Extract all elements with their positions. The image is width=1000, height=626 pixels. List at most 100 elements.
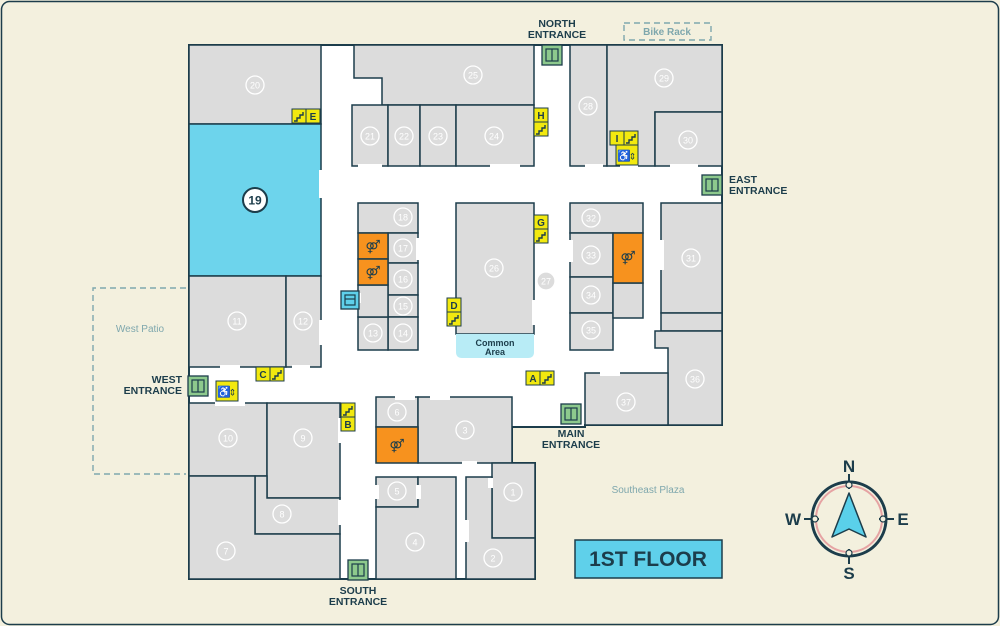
stairs-G[interactable]: G [533, 214, 549, 244]
stairs-letter: H [537, 111, 544, 122]
room-number-30: 30 [678, 130, 698, 150]
entrance-label: ENTRANCE [124, 385, 182, 397]
door [416, 238, 421, 260]
room-number-text: 2 [490, 554, 495, 564]
room-number-circle [242, 187, 268, 213]
stairs-C[interactable]: C [255, 366, 285, 382]
room-number-14: 14 [393, 323, 413, 343]
bike-rack-area [623, 22, 712, 41]
room-number-37: 37 [616, 392, 636, 412]
room-number-8: 8 [272, 504, 292, 524]
restroom-3[interactable] [612, 232, 644, 284]
room-number-text: 34 [586, 291, 596, 301]
room-number-text: 33 [586, 251, 596, 261]
room-25[interactable] [353, 44, 535, 106]
room-number-text: 28 [583, 102, 593, 112]
room-number-text: 11 [232, 317, 241, 327]
room-number-text: 26 [489, 264, 499, 274]
door [338, 500, 343, 525]
room-number-circle [681, 248, 701, 268]
entrance-label: ENTRANCE [729, 185, 787, 197]
room-number-text: 27 [541, 277, 551, 287]
room-number-text: 32 [586, 214, 596, 224]
room-number-27: 27 [536, 271, 556, 291]
room-number-circle [293, 428, 313, 448]
stairs-letter: B [344, 420, 351, 431]
stairs-glyph [272, 370, 282, 380]
room-9[interactable] [266, 402, 341, 499]
elevator-east[interactable]: ♿⇕ [615, 144, 639, 166]
common-area[interactable] [456, 334, 534, 358]
room-number-circle [293, 311, 313, 331]
room-32[interactable] [569, 202, 644, 234]
room-number-circle [616, 392, 636, 412]
room-number-5: 5 [387, 481, 407, 501]
room-number-circle [393, 296, 413, 316]
room-number-circle [685, 369, 705, 389]
restrooms: ⚤ ⚤ ⚤ ⚤ [357, 232, 644, 464]
room-number-text: 13 [368, 329, 378, 339]
room-number-circle [578, 96, 598, 116]
room-number-circle [678, 130, 698, 150]
room-number-text: 19 [248, 194, 262, 208]
stairs-E[interactable]: E [291, 108, 321, 124]
room-number-circle [394, 126, 414, 146]
markers-layer: I♿⇕♿⇕ [215, 130, 639, 402]
room-number-circle [245, 75, 265, 95]
stairs-glyph [449, 315, 459, 325]
room-4[interactable] [375, 476, 457, 580]
room-2[interactable] [465, 476, 536, 580]
room-number-text: 1 [510, 488, 515, 498]
room-number-circle [654, 68, 674, 88]
stairs-A[interactable]: A [525, 370, 555, 386]
compass-dot [879, 515, 887, 523]
compass-dot [811, 515, 819, 523]
info-kiosk[interactable] [340, 290, 360, 310]
room-number-17: 17 [393, 238, 413, 258]
stairs-layer: A B C D E G H [255, 107, 555, 432]
room-number-text: 17 [398, 244, 408, 254]
room-number-text: 7 [223, 547, 228, 557]
room-number-circle [455, 420, 475, 440]
info-kiosk-glyph [344, 294, 356, 306]
room-number-circle [405, 532, 425, 552]
restroom-2[interactable] [357, 258, 389, 286]
elevator-glyph: I [616, 134, 619, 145]
room-number-circle [483, 548, 503, 568]
room-number-circle [536, 271, 556, 291]
room-sm-c [660, 312, 723, 332]
door [659, 240, 664, 270]
elevator-west[interactable]: ♿⇕ [215, 380, 239, 402]
restroom-4[interactable] [375, 426, 419, 464]
stairs-H[interactable]: H [533, 107, 549, 137]
room-number-11: 11 [227, 311, 247, 331]
room-number-34: 34 [581, 285, 601, 305]
stairs-east[interactable]: I [609, 130, 639, 146]
room-number-text: 21 [365, 132, 375, 142]
room-number-18: 18 [393, 207, 413, 227]
door-gaps [215, 164, 698, 542]
restroom-1[interactable] [357, 232, 389, 260]
room-number-text: 14 [398, 329, 408, 339]
room-number-circle [581, 320, 601, 340]
door [532, 300, 537, 325]
stairs-letter: A [529, 374, 536, 385]
room-34[interactable] [569, 276, 614, 314]
stairs-D[interactable]: D [446, 297, 462, 327]
room-number-text: 30 [683, 136, 693, 146]
room-number-circle [393, 323, 413, 343]
room-sm-b [612, 282, 644, 319]
room-3[interactable] [417, 396, 513, 464]
restroom-icon: ⚤ [620, 250, 635, 265]
room-number-text: 8 [279, 510, 284, 520]
stairs-letter: C [259, 370, 266, 381]
stairs-B[interactable]: B [340, 402, 356, 432]
room-number-19: 19 [242, 187, 268, 213]
